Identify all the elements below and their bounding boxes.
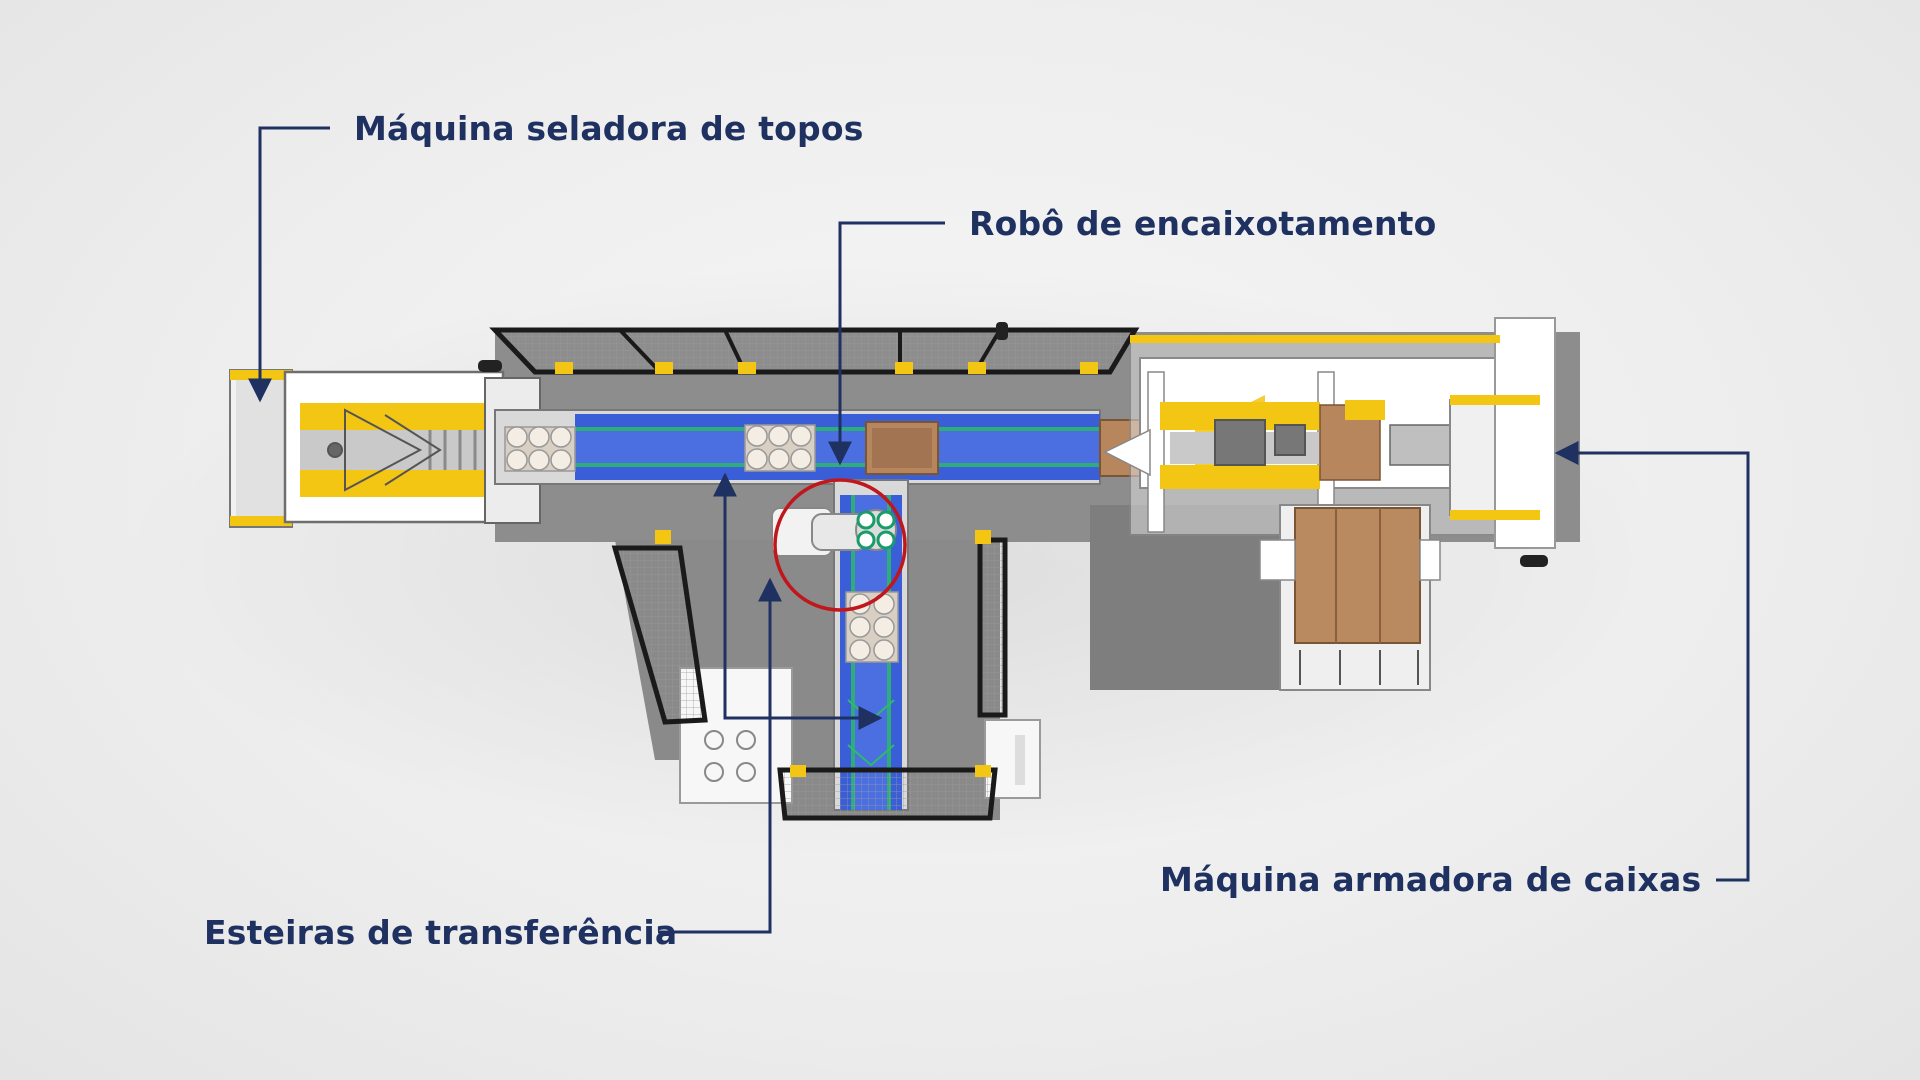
case-packing-robot [771, 507, 897, 557]
top-sealer-machine [229, 360, 541, 528]
label-transfer-conveyors: Esteiras de transferência [204, 913, 678, 952]
product-pack-left [504, 426, 576, 472]
erector-mechanism [1214, 419, 1306, 466]
label-case-erector: Máquina armadora de caixas [1160, 860, 1702, 899]
leader-line-transfer-conveyors-branch [713, 472, 883, 730]
label-top-sealer: Máquina seladora de topos [354, 109, 864, 148]
carton-magazine [1259, 504, 1441, 691]
leader-line-case-erector [1554, 441, 1750, 882]
product-pack-middle [744, 424, 816, 472]
leader-line-robot [828, 221, 945, 466]
label-case-packing-robot: Robô de encaixotamento [969, 204, 1437, 243]
carton-box-on-conveyor [865, 421, 939, 475]
safety-fence [489, 322, 1500, 821]
case-erector-machine [1103, 317, 1556, 567]
sealer-tape-head [327, 408, 442, 492]
leader-line-top-sealer [248, 126, 330, 403]
leader-lines [248, 126, 1750, 934]
